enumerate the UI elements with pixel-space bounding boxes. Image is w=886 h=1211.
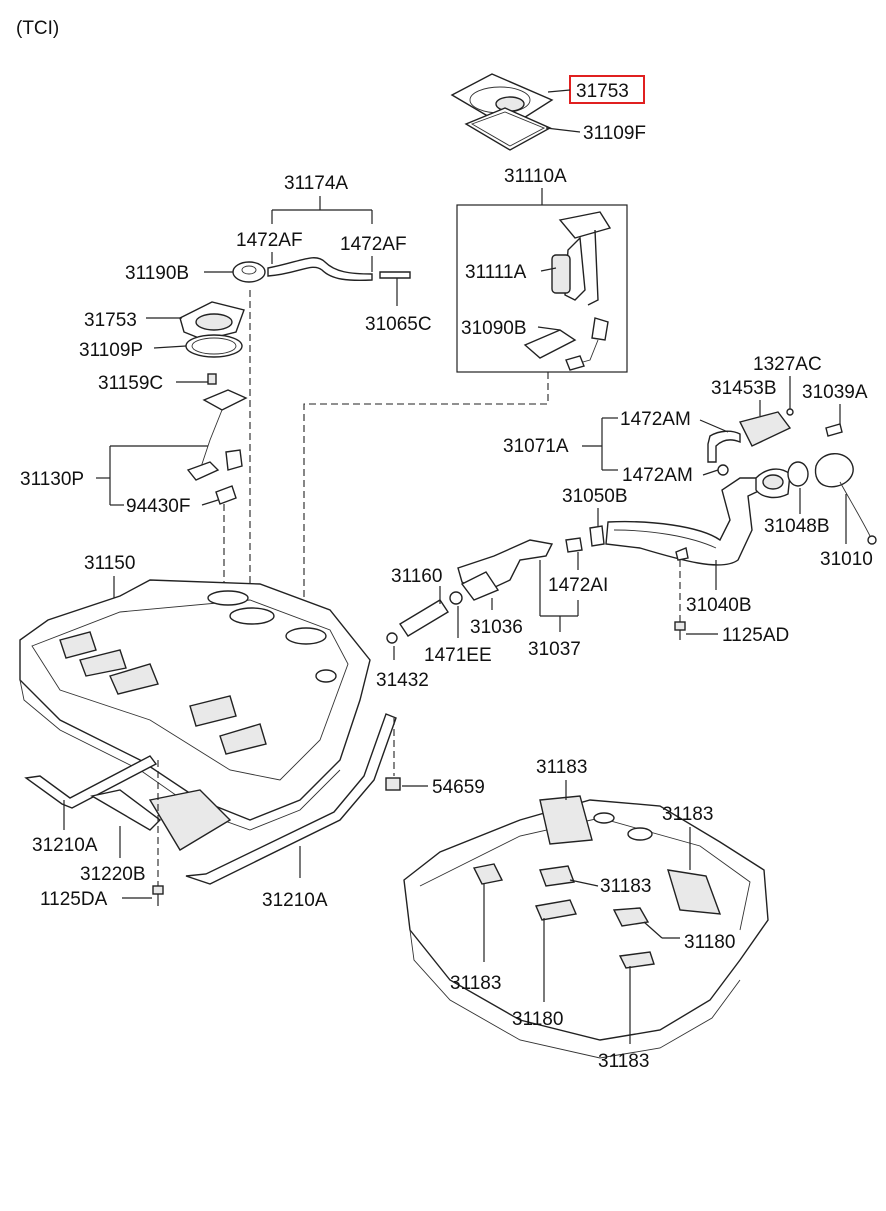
variant-label: (TCI): [16, 18, 59, 39]
part-94430F-label[interactable]: 94430F: [126, 496, 190, 517]
part-31071A-label[interactable]: 31071A: [503, 436, 569, 457]
part-1125DA-label[interactable]: 1125DA: [40, 889, 108, 910]
part-31174A-label[interactable]: 31174A: [284, 173, 348, 194]
bolt-1125DA-drawing: [152, 885, 164, 906]
part-31010-label[interactable]: 31010: [820, 549, 873, 570]
part-31753-top-label[interactable]: 31753: [576, 81, 629, 102]
part-31109P-label[interactable]: 31109P: [79, 340, 143, 361]
sender-plate-drawing: [179, 301, 245, 358]
pump-module-box: [456, 204, 628, 373]
part-1472AM-bottom-label[interactable]: 1472AM: [622, 465, 693, 486]
part-31039A-label[interactable]: 31039A: [802, 382, 868, 403]
part-31220B-label[interactable]: 31220B: [80, 864, 146, 885]
part-31111A-label[interactable]: 31111A: [465, 262, 527, 283]
part-31180-right-label[interactable]: 31180: [684, 932, 735, 953]
nut-54659-drawing: [385, 777, 401, 791]
part-54659-label[interactable]: 54659: [432, 777, 485, 798]
vent-hose-drawing: [232, 257, 411, 283]
part-31109F-label[interactable]: 31109F: [583, 123, 646, 144]
part-1125AD-label[interactable]: 1125AD: [722, 625, 789, 646]
part-1472AI-label[interactable]: 1472AI: [548, 575, 608, 596]
fuel-tank-drawing: [19, 579, 371, 851]
part-31753-left-label[interactable]: 31753: [84, 310, 137, 331]
canister-valve-drawing: [707, 408, 843, 476]
part-31040B-label[interactable]: 31040B: [686, 595, 752, 616]
part-31453B-label[interactable]: 31453B: [711, 378, 777, 399]
highlight-box: [569, 75, 645, 104]
part-1327AC-label[interactable]: 1327AC: [753, 354, 822, 375]
part-31037-label[interactable]: 31037: [528, 639, 581, 660]
bolt-1125AD-drawing: [674, 621, 686, 640]
part-31110A-label[interactable]: 31110A: [504, 166, 567, 187]
part-31159C-label[interactable]: 31159C: [98, 373, 163, 394]
part-31183-a-label[interactable]: 31183: [536, 757, 587, 778]
part-31183-d-label[interactable]: 31183: [450, 973, 501, 994]
part-1471EE-label[interactable]: 1471EE: [424, 645, 492, 666]
part-31210A-left-label[interactable]: 31210A: [32, 835, 98, 856]
part-31160-label[interactable]: 31160: [391, 566, 442, 587]
part-31180-bottom-label[interactable]: 31180: [512, 1009, 563, 1030]
lower-tank-drawing: [403, 795, 769, 1059]
part-31050B-label[interactable]: 31050B: [562, 486, 628, 507]
part-31090B-label[interactable]: 31090B: [461, 318, 527, 339]
part-31065C-label[interactable]: 31065C: [365, 314, 432, 335]
part-31432-label[interactable]: 31432: [376, 670, 429, 691]
part-31183-e-label[interactable]: 31183: [598, 1051, 649, 1072]
filler-neck-drawing: [589, 453, 877, 566]
filler-hose-drawing: [386, 537, 583, 644]
part-31048B-label[interactable]: 31048B: [764, 516, 830, 537]
part-31190B-label[interactable]: 31190B: [125, 263, 189, 284]
part-31183-c-label[interactable]: 31183: [600, 876, 651, 897]
part-1472AM-top-label[interactable]: 1472AM: [620, 409, 691, 430]
top-plate-gasket-drawing: [450, 73, 554, 151]
part-31036-label[interactable]: 31036: [470, 617, 523, 638]
part-31130P-label[interactable]: 31130P: [20, 469, 84, 490]
part-1472AF-left-label[interactable]: 1472AF: [236, 230, 303, 251]
fuel-pump-drawing: [523, 211, 612, 371]
part-31183-b-label[interactable]: 31183: [662, 804, 713, 825]
part-31210A-bottom-label[interactable]: 31210A: [262, 890, 328, 911]
fuel-sender-drawing: [186, 373, 248, 505]
part-31150-label[interactable]: 31150: [84, 553, 135, 574]
part-1472AF-right-label[interactable]: 1472AF: [340, 234, 407, 255]
